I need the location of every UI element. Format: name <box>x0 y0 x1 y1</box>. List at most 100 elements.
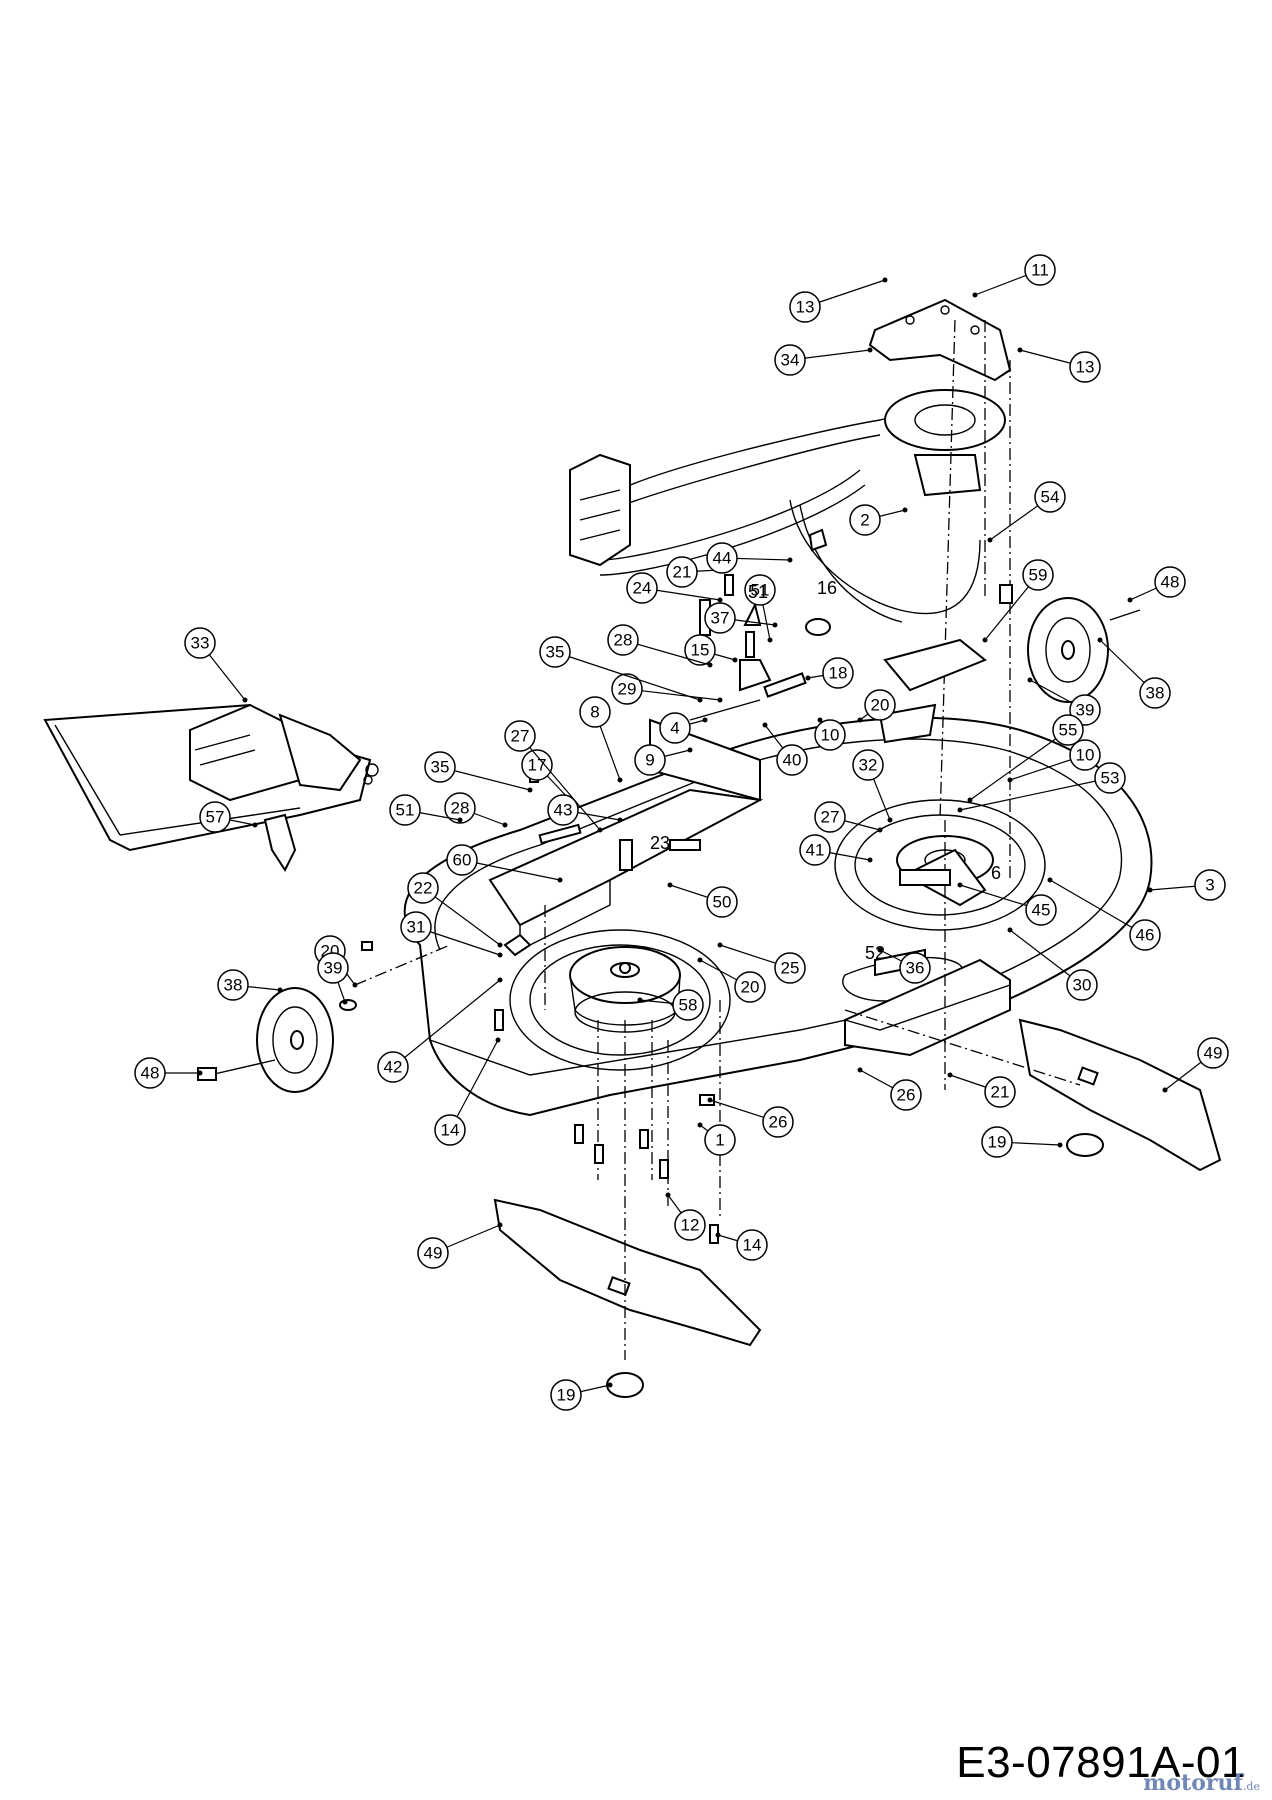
callout-pointer <box>277 987 283 993</box>
callout-number: 50 <box>713 893 732 912</box>
callout-leader <box>392 979 501 1068</box>
callout-pointer <box>1017 347 1023 353</box>
callout-leader <box>969 729 1069 801</box>
gauge-wheel-left <box>197 987 334 1093</box>
callout-28: 28 <box>607 624 713 668</box>
callout-circle <box>317 952 349 984</box>
callout-circle <box>1197 1037 1229 1069</box>
callout-pointer <box>805 675 811 681</box>
callout-14: 14 <box>434 1037 501 1146</box>
callout-pointer <box>252 822 258 828</box>
blade-right <box>1018 1018 1222 1172</box>
callout-number: 48 <box>1161 573 1180 592</box>
callout-pointer <box>887 817 893 823</box>
callout-pointer <box>877 947 883 953</box>
callout-pointer <box>987 537 993 543</box>
callout-pointer <box>1057 1142 1063 1148</box>
callout-pointer <box>502 822 508 828</box>
callout-pointer <box>687 747 693 753</box>
callout-circle <box>547 794 579 826</box>
callout-number: 35 <box>546 643 565 662</box>
callout-circle <box>550 1379 582 1411</box>
callout-circle <box>774 344 806 376</box>
callout-59: 59 <box>982 559 1054 643</box>
callout-44: 44 <box>706 542 793 574</box>
label-51-plain: 51 <box>748 582 768 602</box>
callout-35: 35 <box>539 636 703 703</box>
callout-circle <box>444 792 476 824</box>
callout-circle <box>666 556 698 588</box>
callout-pointer <box>697 697 703 703</box>
discharge-chute-part <box>43 703 379 852</box>
callout-number: 39 <box>324 959 343 978</box>
callout-number: 3 <box>1205 876 1214 895</box>
callout-29: 29 <box>611 673 723 705</box>
callout-10: 10 <box>1007 739 1101 783</box>
callout-circle <box>1025 894 1057 926</box>
callout-circle <box>407 872 439 904</box>
callout-circle <box>849 504 881 536</box>
callout-number: 45 <box>1032 901 1051 920</box>
callout-pointer <box>717 697 723 703</box>
callout-number: 25 <box>781 959 800 978</box>
callout-circle <box>539 636 571 668</box>
callout-54: 54 <box>987 481 1066 543</box>
callout-circle <box>822 657 854 689</box>
callout-circle <box>1034 481 1066 513</box>
callout-36: 36 <box>877 947 931 984</box>
callout-number: 54 <box>1041 488 1060 507</box>
callout-pointer <box>342 999 348 1005</box>
callout-number: 34 <box>781 351 800 370</box>
callout-28: 28 <box>444 792 508 828</box>
callout-pointer <box>617 817 623 823</box>
callout-pointer <box>717 942 723 948</box>
callout-number: 4 <box>670 719 679 738</box>
callout-number: 38 <box>224 976 243 995</box>
callout-24: 24 <box>626 572 723 604</box>
callout-number: 42 <box>384 1058 403 1077</box>
callout-58: 58 <box>637 989 704 1021</box>
callout-19: 19 <box>981 1126 1063 1158</box>
callout-number: 31 <box>407 918 426 937</box>
callout-circle <box>134 1057 166 1089</box>
belt-guard <box>569 453 631 567</box>
callout-pointer <box>617 777 623 783</box>
callout-circle <box>704 602 736 634</box>
drive-belt <box>599 389 1006 623</box>
callout-number: 37 <box>711 609 730 628</box>
callout-pointer <box>1147 887 1153 893</box>
callout-circle <box>184 627 216 659</box>
callout-pointer <box>877 827 883 833</box>
callout-circle <box>521 749 553 781</box>
callout-pointer <box>707 1097 713 1103</box>
callout-number: 26 <box>897 1086 916 1105</box>
callout-pointer <box>817 717 823 723</box>
callout-number: 43 <box>554 801 573 820</box>
callout-number: 39 <box>1076 701 1095 720</box>
callout-14: 14 <box>715 1229 768 1261</box>
callout-number: 49 <box>1204 1044 1223 1063</box>
callout-41: 41 <box>799 834 873 866</box>
label-52-plain: 52 <box>865 943 885 963</box>
callout-circle <box>734 971 766 1003</box>
callout-number: 48 <box>141 1064 160 1083</box>
callout-number: 17 <box>528 756 547 775</box>
callout-circle <box>704 1124 736 1156</box>
blade-left <box>493 1198 762 1398</box>
callout-pointer <box>607 1382 613 1388</box>
callout-circle <box>504 720 536 752</box>
callout-number: 1 <box>715 1131 724 1150</box>
callout-circle <box>634 744 666 776</box>
callout-circle <box>774 952 806 984</box>
callout-pointer <box>352 982 358 988</box>
callout-pointer <box>697 1122 703 1128</box>
callout-circle <box>1194 869 1226 901</box>
callout-circle <box>672 989 704 1021</box>
callout-pointer <box>497 1222 503 1228</box>
callout-number: 21 <box>673 563 692 582</box>
callout-leader <box>1049 879 1146 936</box>
callout-layer: 1234891010111213131414151718191920202021… <box>134 254 1229 1411</box>
callout-number: 44 <box>713 549 732 568</box>
callout-number: 18 <box>829 664 848 683</box>
